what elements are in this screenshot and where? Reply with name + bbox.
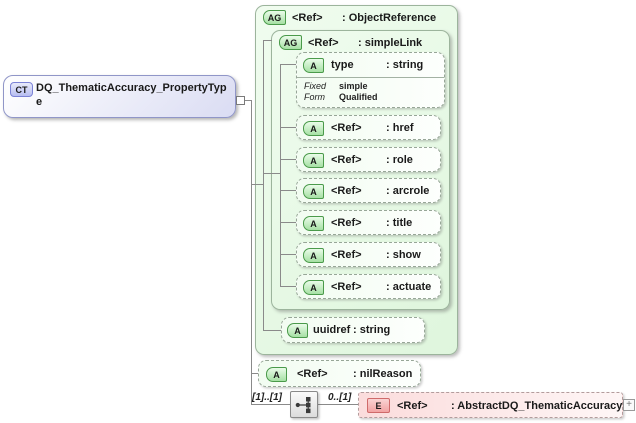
attribute-type-label: : role: [386, 154, 413, 166]
attribute-type-label: : string: [386, 59, 424, 71]
connector-line: [244, 100, 252, 101]
connector-line: [251, 373, 259, 374]
attribute-name: <Ref>: [331, 281, 362, 293]
connector-line: [280, 190, 297, 191]
attribute-name: <Ref>: [331, 154, 362, 166]
group-type-label: : ObjectReference: [342, 12, 437, 24]
attribute-type-label: : arcrole: [386, 185, 430, 197]
attribute-group-badge: AG: [279, 35, 302, 50]
attribute-type-label: : actuate: [386, 281, 432, 293]
facet-label: Form: [304, 92, 325, 102]
attribute-show[interactable]: A <Ref> : show: [296, 242, 441, 267]
connector-line: [263, 40, 272, 41]
cardinality-label: 0..[1]: [328, 392, 352, 403]
connector-line: [280, 286, 297, 287]
attribute-nilreason[interactable]: A <Ref> : nilReason: [258, 360, 421, 387]
attribute-badge: A: [303, 58, 324, 73]
attribute-type[interactable]: A type : string Fixed simple Form Qualif…: [296, 52, 445, 108]
connector-icon[interactable]: [236, 96, 245, 105]
attribute-name: <Ref>: [331, 122, 362, 134]
connector-line: [280, 254, 297, 255]
attribute-badge: A: [303, 216, 324, 231]
attribute-facets: Fixed simple Form Qualified: [297, 77, 444, 107]
attribute-group-header: AG <Ref> : simpleLink: [272, 35, 449, 51]
attribute-type-label: : nilReason: [353, 368, 413, 380]
attribute-name: <Ref>: [331, 217, 362, 229]
element-badge: E: [367, 398, 390, 413]
complex-type-box[interactable]: CT DQ_ThematicAccuracy_PropertyType: [3, 75, 236, 118]
connector-line: [280, 222, 297, 223]
connector-line: [263, 173, 281, 174]
attribute-uuidref[interactable]: A uuidref : string: [281, 317, 425, 343]
group-ref-label: <Ref>: [292, 12, 323, 24]
connector-line: [317, 404, 359, 405]
attribute-badge: A: [303, 121, 324, 136]
facet-label: Fixed: [304, 81, 327, 91]
element-abstractdq-thematicaccuracy[interactable]: E <Ref> : AbstractDQ_ThematicAccuracy: [358, 392, 623, 418]
attribute-href[interactable]: A <Ref> : href: [296, 115, 441, 140]
attribute-type-label: : href: [386, 122, 414, 134]
attribute-type-label: : string: [353, 324, 391, 336]
attribute-group-header: AG <Ref> : ObjectReference: [256, 10, 457, 26]
attribute-name: <Ref>: [331, 249, 362, 261]
attribute-arcrole[interactable]: A <Ref> : arcrole: [296, 178, 441, 203]
connector-line: [263, 40, 264, 330]
attribute-type-label: : title: [386, 217, 413, 229]
attribute-title[interactable]: A <Ref> : title: [296, 210, 441, 235]
connector-line: [251, 184, 264, 185]
connector-line: [251, 100, 252, 405]
connector-line: [263, 330, 282, 331]
attribute-actuate[interactable]: A <Ref> : actuate: [296, 274, 441, 299]
connector-line: [280, 64, 281, 287]
connector-line: [280, 127, 297, 128]
facet-value: simple: [339, 81, 368, 91]
sequence-compositor-button[interactable]: [290, 391, 318, 418]
attribute-badge: A: [303, 248, 324, 263]
complex-type-badge: CT: [10, 82, 33, 97]
attribute-name: uuidref: [313, 324, 351, 336]
attribute-badge: A: [303, 184, 324, 199]
group-type-label: : simpleLink: [358, 37, 423, 49]
attribute-badge: A: [287, 323, 308, 338]
attribute-role[interactable]: A <Ref> : role: [296, 147, 441, 172]
connector-line: [280, 159, 297, 160]
attribute-name: type: [331, 59, 354, 71]
cardinality-label: [1]..[1]: [252, 392, 282, 403]
attribute-name: <Ref>: [331, 185, 362, 197]
attribute-name: <Ref>: [297, 368, 328, 380]
group-ref-label: <Ref>: [308, 37, 339, 49]
sequence-icon: [295, 396, 311, 413]
attribute-type-label: : show: [386, 249, 421, 261]
connector-line: [280, 64, 297, 65]
complex-type-name: DQ_ThematicAccuracy_PropertyType: [36, 82, 227, 108]
element-ref-label: <Ref>: [397, 400, 428, 412]
attribute-badge: A: [303, 153, 324, 168]
attribute-group-badge: AG: [263, 10, 286, 25]
facet-value: Qualified: [339, 92, 378, 102]
attribute-badge: A: [266, 367, 287, 382]
attribute-badge: A: [303, 280, 324, 295]
expand-icon[interactable]: +: [623, 399, 635, 411]
element-type-label: : AbstractDQ_ThematicAccuracy: [451, 400, 623, 412]
connector-line: [251, 404, 291, 405]
